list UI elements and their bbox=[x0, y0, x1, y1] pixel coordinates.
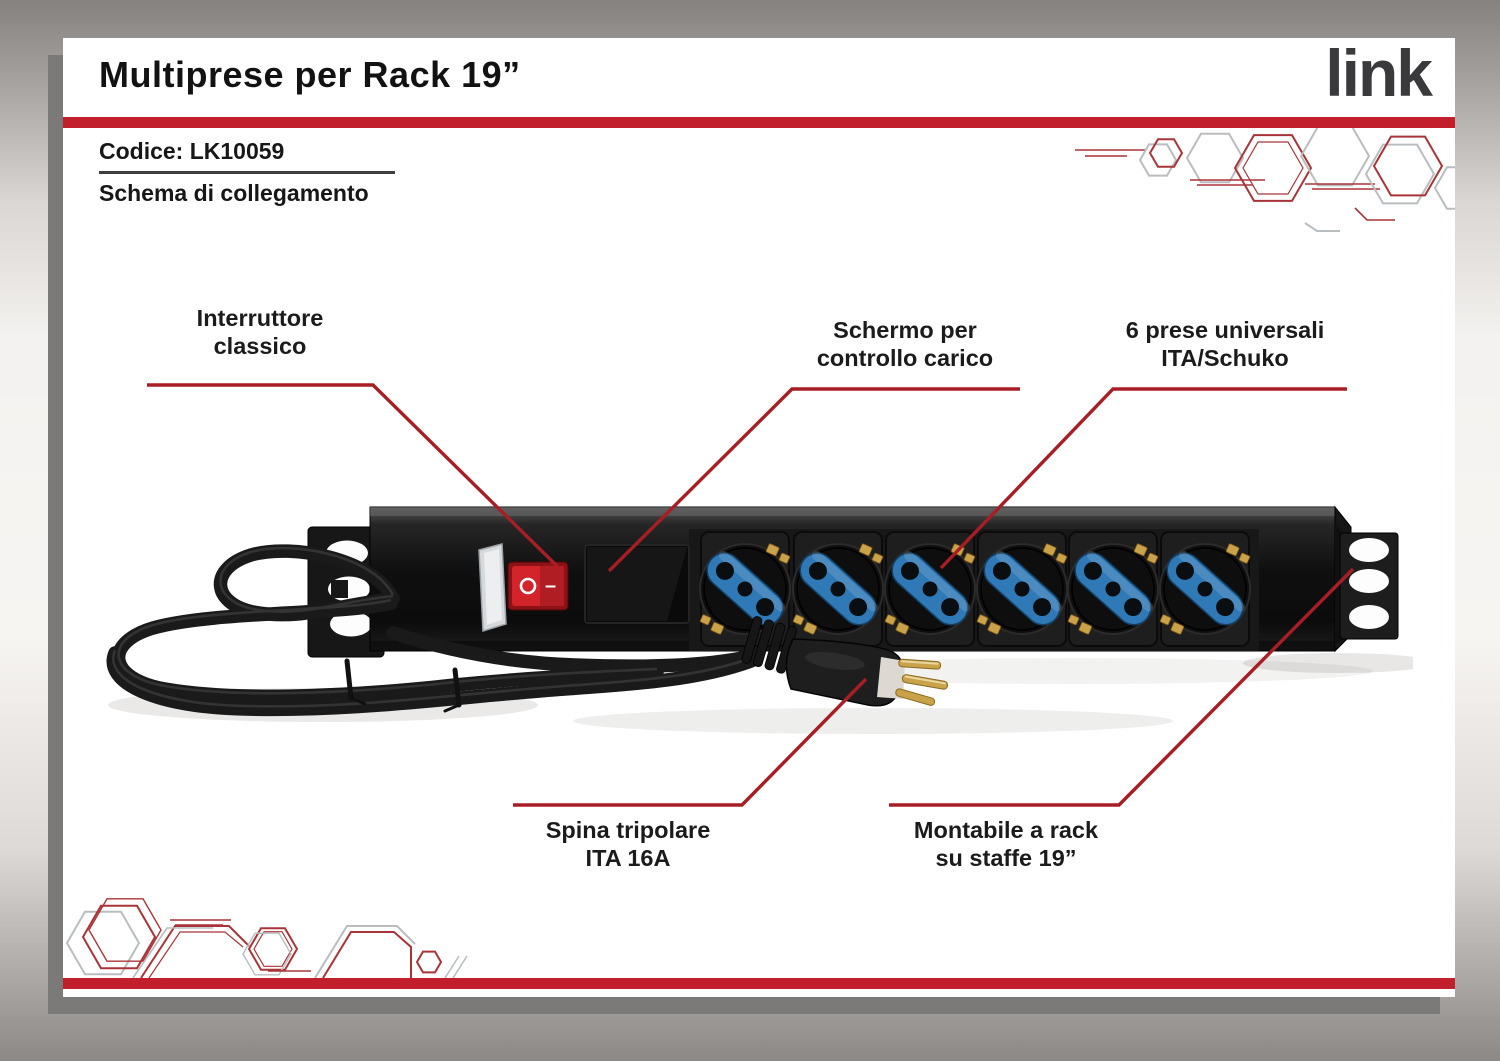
footer-divider-bar bbox=[63, 978, 1455, 989]
socket-4 bbox=[975, 531, 1069, 647]
callout-text-line2: classico bbox=[213, 333, 307, 359]
switch-off-mark bbox=[519, 577, 537, 595]
callout-text-line1: 6 prese universali bbox=[1125, 317, 1325, 343]
rack-hole bbox=[1349, 605, 1389, 629]
callout-label-schermo: Schermo per controllo carico bbox=[817, 316, 993, 372]
callout-label-prese: 6 prese universali ITA/Schuko bbox=[1126, 316, 1325, 372]
code-underline bbox=[99, 171, 395, 174]
load-display bbox=[584, 544, 690, 624]
callout-text-line2: ITA 16A bbox=[585, 845, 671, 871]
socket-3 bbox=[883, 531, 977, 647]
callout-text-line2: su staffe 19” bbox=[935, 845, 1077, 871]
page-title: Multiprese per Rack 19” bbox=[99, 54, 521, 95]
header-divider-bar bbox=[63, 117, 1455, 128]
section-subtitle: Schema di collegamento bbox=[99, 180, 369, 206]
product-code: Codice: LK10059 bbox=[99, 138, 285, 164]
hexagon-decoration-bottom bbox=[65, 898, 468, 979]
right-rack-bracket bbox=[1335, 523, 1399, 645]
callout-label-montabile: Montabile a rack su staffe 19” bbox=[914, 816, 1098, 872]
cable-ties bbox=[344, 658, 462, 713]
document-page: Multiprese per Rack 19” link bbox=[63, 38, 1455, 997]
hexagon-decoration-top bbox=[1075, 128, 1455, 232]
callout-text-line1: Interruttore bbox=[196, 305, 324, 331]
product-photo: – bbox=[106, 505, 1413, 734]
callout-text-line2: ITA/Schuko bbox=[1161, 345, 1289, 371]
socket-6 bbox=[1158, 531, 1252, 647]
callout-text-line1: Montabile a rack bbox=[913, 817, 1099, 843]
switch-on-mark: – bbox=[545, 575, 556, 597]
rack-hole bbox=[330, 611, 372, 637]
callout-label-spina: Spina tripolare ITA 16A bbox=[546, 816, 711, 872]
rack-hole bbox=[1349, 538, 1389, 562]
socket-5 bbox=[1066, 531, 1160, 647]
callout-text-line1: Schermo per bbox=[833, 317, 977, 343]
brand-logo: link bbox=[1325, 36, 1433, 110]
callout-text-line2: controllo carico bbox=[816, 345, 994, 371]
power-switch: – bbox=[507, 561, 569, 611]
rack-hole bbox=[1349, 569, 1389, 593]
switch-cover bbox=[478, 543, 507, 632]
socket-2 bbox=[791, 531, 885, 647]
callout-text-line1: Spina tripolare bbox=[545, 817, 711, 843]
callout-label-interruttore: Interruttore classico bbox=[197, 304, 324, 360]
